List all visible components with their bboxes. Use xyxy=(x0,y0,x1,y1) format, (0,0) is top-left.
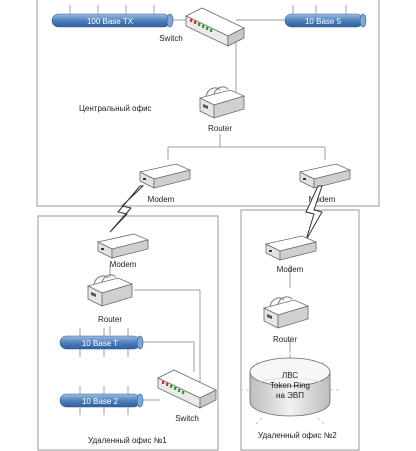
remote2-modem-label: Modem xyxy=(277,265,304,274)
central-office-label: Центральный офис xyxy=(79,104,152,113)
remote-office-2-label: Удаленный офис №2 xyxy=(258,431,337,440)
central-switch-label: Switch xyxy=(159,34,183,43)
bus-10-base-t-label: 10 Base T xyxy=(82,339,118,348)
token-ring-line-1: ЛВС xyxy=(282,371,298,380)
remote2-router-label: Router xyxy=(273,335,297,344)
central-office-wires xyxy=(69,5,347,160)
remote-office-1-label: Удаленный офис №1 xyxy=(88,436,167,445)
bus-10-base-5-label: 10 Base 5 xyxy=(305,17,342,26)
token-ring-line-2: Token Ring xyxy=(270,381,310,390)
remote1-switch-label: Switch xyxy=(175,414,199,423)
bus-10-base-2-label: 10 Base 2 xyxy=(82,397,119,406)
remote1-modem-label: Modem xyxy=(110,260,137,269)
bus-100-base-tx: 100 Base TX xyxy=(51,13,174,28)
bus-10-base-2: 10 Base 2 xyxy=(59,393,144,408)
remote-office-1-wires xyxy=(79,265,201,415)
remote1-router-label: Router xyxy=(98,315,122,324)
central-router-label: Router xyxy=(208,124,232,133)
bus-100-base-tx-label: 100 Base TX xyxy=(87,17,134,26)
token-ring-line-3: на ЭВП xyxy=(276,391,304,400)
bus-10-base-5: 10 Base 5 xyxy=(284,13,367,28)
central-modem-right-label: Modem xyxy=(309,195,336,204)
wireless-link-right-icon xyxy=(305,185,323,241)
bus-10-base-t: 10 Base T xyxy=(59,335,144,350)
wireless-link-left-icon xyxy=(109,185,145,233)
central-modem-left-label: Modem xyxy=(148,195,175,204)
token-ring-disk xyxy=(240,352,340,425)
